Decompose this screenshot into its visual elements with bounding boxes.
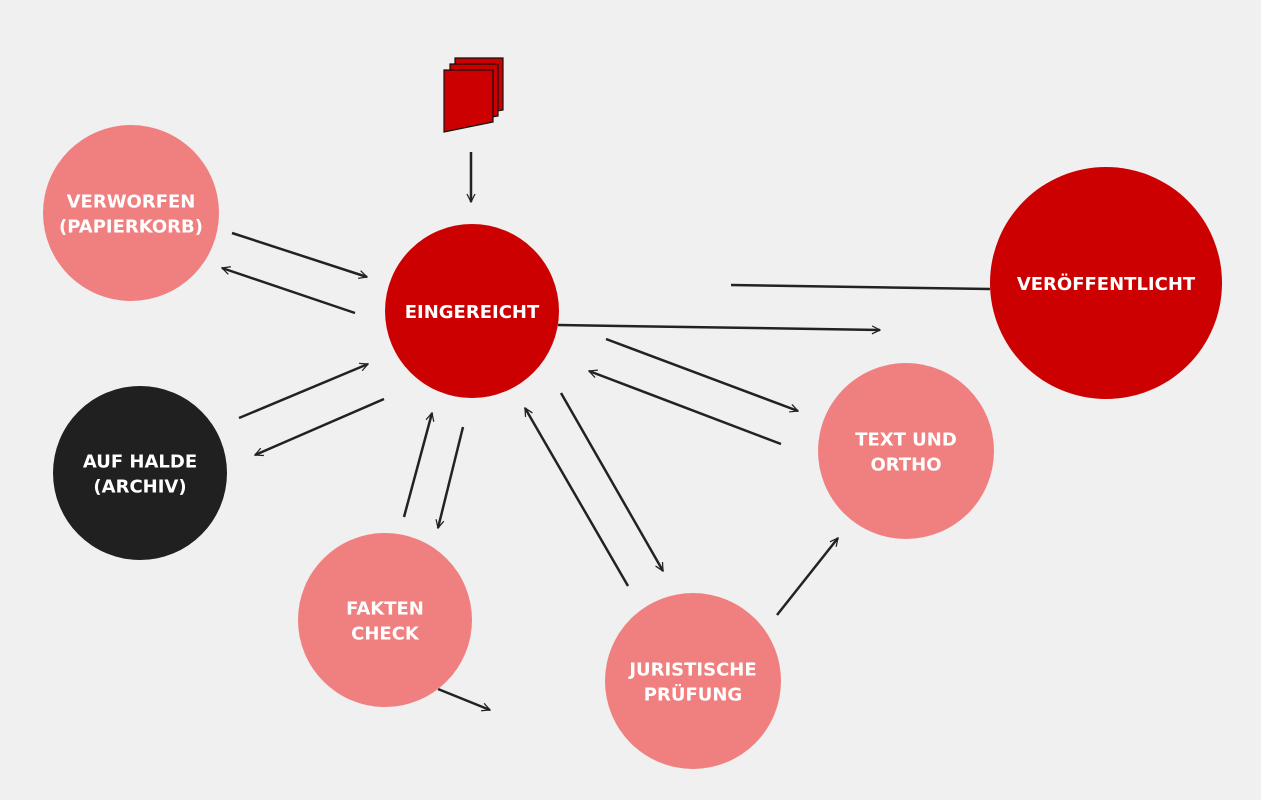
node-label: CHECK bbox=[351, 624, 420, 645]
node-circle bbox=[990, 167, 1222, 399]
node-auf-halde: AUF HALDE (ARCHIV) bbox=[53, 386, 227, 560]
node-label: VERWORFEN bbox=[67, 192, 196, 213]
arrow bbox=[437, 687, 490, 710]
node-circle bbox=[43, 125, 219, 301]
node-label: TEXT UND bbox=[855, 430, 957, 451]
arrow bbox=[402, 413, 432, 518]
node-circle bbox=[385, 224, 559, 398]
arrow bbox=[557, 323, 880, 330]
arrow bbox=[222, 268, 356, 315]
node-fakten-check: FAKTEN CHECK bbox=[298, 533, 472, 707]
node-circle bbox=[818, 363, 994, 539]
arrow bbox=[589, 371, 782, 446]
node-label: (ARCHIV) bbox=[93, 477, 186, 498]
arrow bbox=[438, 426, 465, 528]
arrow bbox=[605, 337, 798, 411]
document-stack-icon bbox=[443, 57, 504, 133]
node-label: FAKTEN bbox=[346, 599, 424, 620]
node-label: VERÖFFENTLICHT bbox=[1017, 273, 1196, 295]
arrow bbox=[238, 364, 368, 420]
node-label: PRÜFUNG bbox=[644, 684, 742, 706]
node-text-und-ortho: TEXT UND ORTHO bbox=[818, 363, 994, 539]
node-label: ORTHO bbox=[871, 455, 942, 476]
connector-line bbox=[730, 283, 991, 291]
arrow bbox=[231, 231, 367, 277]
node-circle bbox=[605, 593, 781, 769]
node-juristische-pruefung: JURISTISCHE PRÜFUNG bbox=[605, 593, 781, 769]
node-label: AUF HALDE bbox=[83, 452, 197, 473]
node-circle bbox=[298, 533, 472, 707]
arrow bbox=[776, 538, 839, 616]
node-verworfen: VERWORFEN (PAPIERKORB) bbox=[43, 125, 219, 301]
arrow bbox=[559, 392, 665, 571]
node-circle bbox=[53, 386, 227, 560]
node-label: (PAPIERKORB) bbox=[59, 217, 203, 238]
node-label: JURISTISCHE bbox=[627, 660, 756, 681]
arrow bbox=[523, 408, 630, 587]
node-veroeffentlicht: VERÖFFENTLICHT bbox=[990, 167, 1222, 399]
node-eingereicht: EINGEREICHT bbox=[385, 224, 559, 398]
node-label: EINGEREICHT bbox=[405, 302, 540, 323]
arrow bbox=[255, 397, 385, 457]
